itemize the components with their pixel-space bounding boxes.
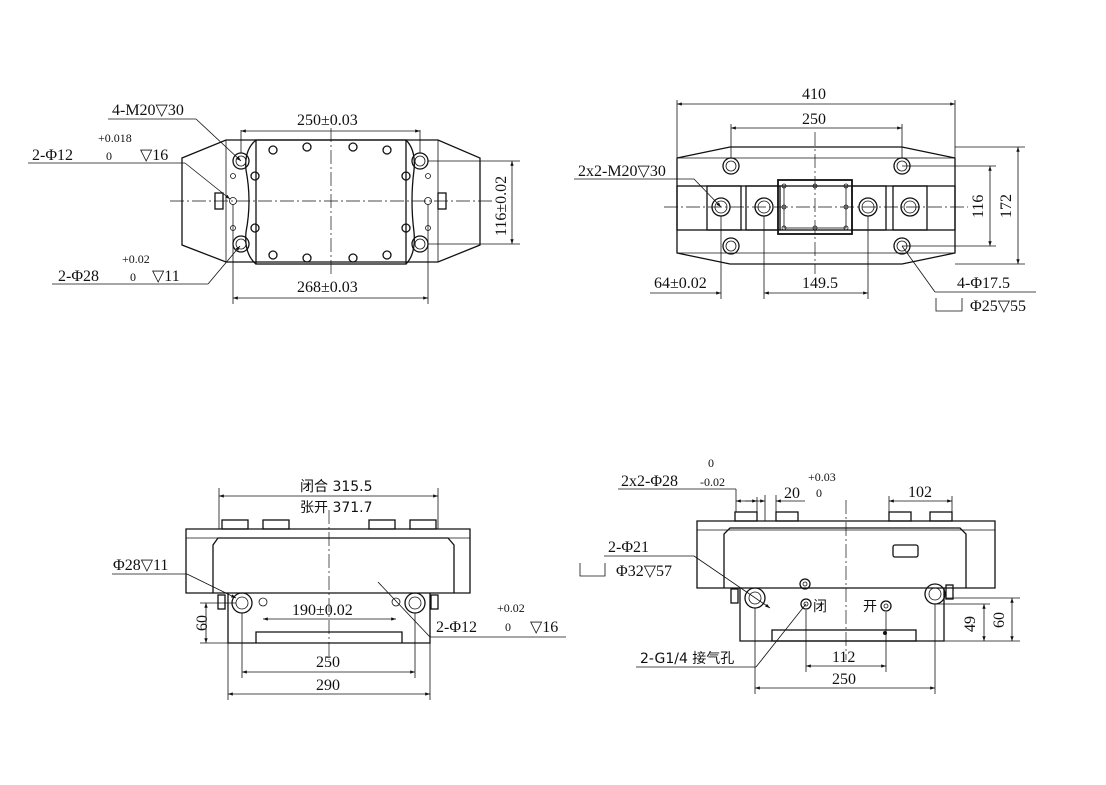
label-2-phi21: 2-Φ21 (608, 539, 649, 556)
dim-250: 250 (802, 111, 826, 128)
dim-116: 116 (970, 195, 987, 218)
dim-149-5: 149.5 (802, 275, 838, 292)
dim-49: 49 (962, 616, 979, 632)
dim-190-002: 190±0.02 (292, 602, 353, 619)
dim-290: 290 (316, 677, 340, 694)
label-close: 闭 (813, 599, 827, 615)
dim-open-371-7: 张开 371.7 (300, 500, 373, 516)
tol-phi28-lower: 0 (130, 270, 136, 284)
dim-60: 60 (194, 615, 211, 631)
tol-phi28-upper: +0.02 (122, 252, 150, 266)
dim-20: 20 (784, 485, 800, 502)
tol-phi12-upper: +0.018 (98, 131, 132, 145)
label-air-port: 2-G1/4 接气孔 (640, 650, 734, 667)
top-right-view: 410 250 116 172 64±0.02 149.5 2x2-M20▽30… (574, 86, 1036, 315)
dim-250: 250 (316, 654, 340, 671)
tol-phi12-upper: +0.02 (497, 601, 525, 615)
dim-116-002: 116±0.02 (493, 176, 510, 236)
label-2-phi12: 2-Φ12 (436, 619, 477, 636)
dim-268-003: 268±0.03 (297, 279, 358, 296)
dim-112: 112 (832, 649, 855, 666)
label-2-phi28: 2-Φ28 (58, 268, 99, 285)
tol-phi12-lower: 0 (106, 149, 112, 163)
label-4-phi17-5: 4-Φ17.5 (957, 275, 1010, 292)
dim-250-003: 250±0.03 (297, 112, 358, 129)
dim-closed-315-5: 闭合 315.5 (300, 479, 373, 495)
label-cbore-phi25: Φ25▽55 (970, 298, 1026, 315)
label-4-m20: 4-M20▽30 (112, 102, 184, 119)
bottom-left-view: 闭合 315.5 张开 371.7 Φ28▽11 60 190±0.02 2-Φ… (112, 479, 566, 700)
depth-phi12: ▽16 (140, 147, 168, 164)
label-2x2-phi28: 2x2-Φ28 (621, 473, 678, 490)
dim-250: 250 (832, 671, 856, 688)
label-2-phi12: 2-Φ12 (32, 147, 73, 164)
tol-phi12-lower: 0 (505, 620, 511, 634)
depth-phi28: ▽11 (152, 268, 180, 285)
dim-172: 172 (998, 194, 1015, 218)
dim-60: 60 (991, 612, 1008, 628)
label-open: 开 (863, 599, 877, 615)
tol-20-lower: 0 (816, 486, 822, 500)
dim-102: 102 (908, 484, 932, 501)
depth-phi12: ▽16 (530, 619, 558, 636)
tol-20-upper: +0.03 (808, 470, 836, 484)
label-2x2-m20: 2x2-M20▽30 (578, 163, 666, 180)
tol-phi28-lower: -0.02 (700, 475, 725, 489)
bottom-right-view: 闭 开 2x2-Φ28 0 -0.02 20 +0.03 0 102 2-Φ21… (579, 456, 1020, 694)
label-cbore-phi32: Φ32▽57 (616, 563, 672, 580)
dim-64-002: 64±0.02 (654, 275, 707, 292)
top-left-view: 250±0.03 268±0.03 116±0.02 4-M20▽30 2-Φ1… (28, 102, 520, 304)
tol-phi28-upper: 0 (708, 456, 714, 470)
label-phi28-11: Φ28▽11 (113, 557, 168, 574)
dim-410: 410 (802, 86, 826, 103)
